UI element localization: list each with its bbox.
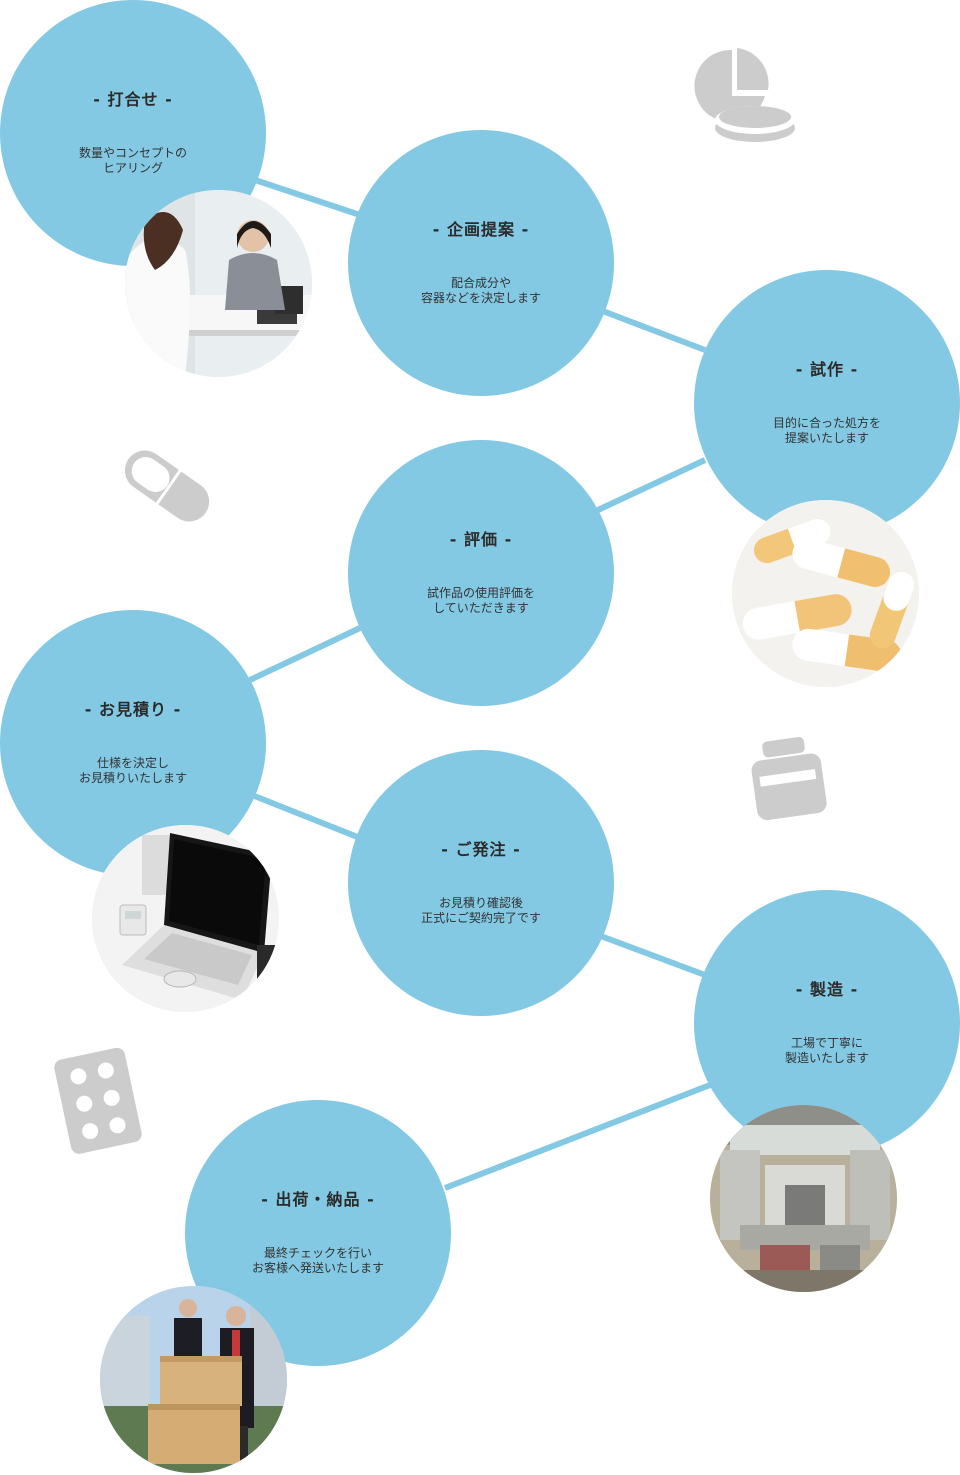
step-title: - 出荷・納品 - [261, 1190, 375, 1209]
step-description: 目的に合った処方を 提案いたします [772, 416, 881, 445]
step-title: - 企画提案 - [432, 220, 530, 239]
step-shipping-delivery: - 出荷・納品 - 最終チェックを行い お客様へ発送いたします [185, 1100, 451, 1366]
step-meeting: - 打合せ - 数量やコンセプトの ヒアリング [0, 0, 266, 266]
step-prototype: - 試作 - 目的に合った処方を 提案いたします [694, 270, 960, 536]
factory-machine-photo [710, 1105, 897, 1292]
connector-7-8 [443, 1082, 712, 1191]
step-order: - ご発注 - お見積り確認後 正式にご契約完了です [348, 750, 614, 1016]
capsule-icon [112, 440, 222, 532]
connector-5-6 [250, 792, 362, 841]
blister-pack-icon [50, 1045, 145, 1157]
capsules-photo [732, 500, 919, 687]
step-title: - 評価 - [449, 530, 513, 549]
step-title: - お見積り - [84, 700, 182, 719]
step-description: 仕様を決定し お見積りいたします [78, 756, 187, 785]
step-title: - 試作 - [795, 360, 859, 379]
step-evaluation: - 評価 - 試作品の使用評価を していただきます [348, 440, 614, 706]
connector-6-7 [596, 932, 707, 978]
step-description: 数量やコンセプトの ヒアリング [78, 146, 187, 175]
connector-1-2 [254, 177, 361, 218]
tablets-icon [690, 44, 800, 144]
step-title: - ご発注 - [441, 840, 521, 859]
jar-icon [745, 735, 830, 823]
step-description: 配合成分や 容器などを決定します [420, 276, 541, 305]
delivery-photo [100, 1286, 287, 1473]
meeting-photo [125, 190, 312, 377]
step-description: 試作品の使用評価を していただきます [426, 586, 535, 615]
connector-2-3 [598, 307, 707, 353]
step-proposal: - 企画提案 - 配合成分や 容器などを決定します [348, 130, 614, 396]
connector-3-4 [596, 457, 707, 513]
connector-4-5 [248, 625, 362, 683]
step-description: 工場で丁寧に 製造いたします [784, 1036, 869, 1065]
step-title: - 製造 - [795, 980, 859, 999]
laptop-photo [92, 825, 279, 1012]
step-title: - 打合せ - [93, 90, 173, 109]
step-description: お見積り確認後 正式にご契約完了です [421, 896, 541, 925]
step-description: 最終チェックを行い お客様へ発送いたします [251, 1246, 384, 1275]
